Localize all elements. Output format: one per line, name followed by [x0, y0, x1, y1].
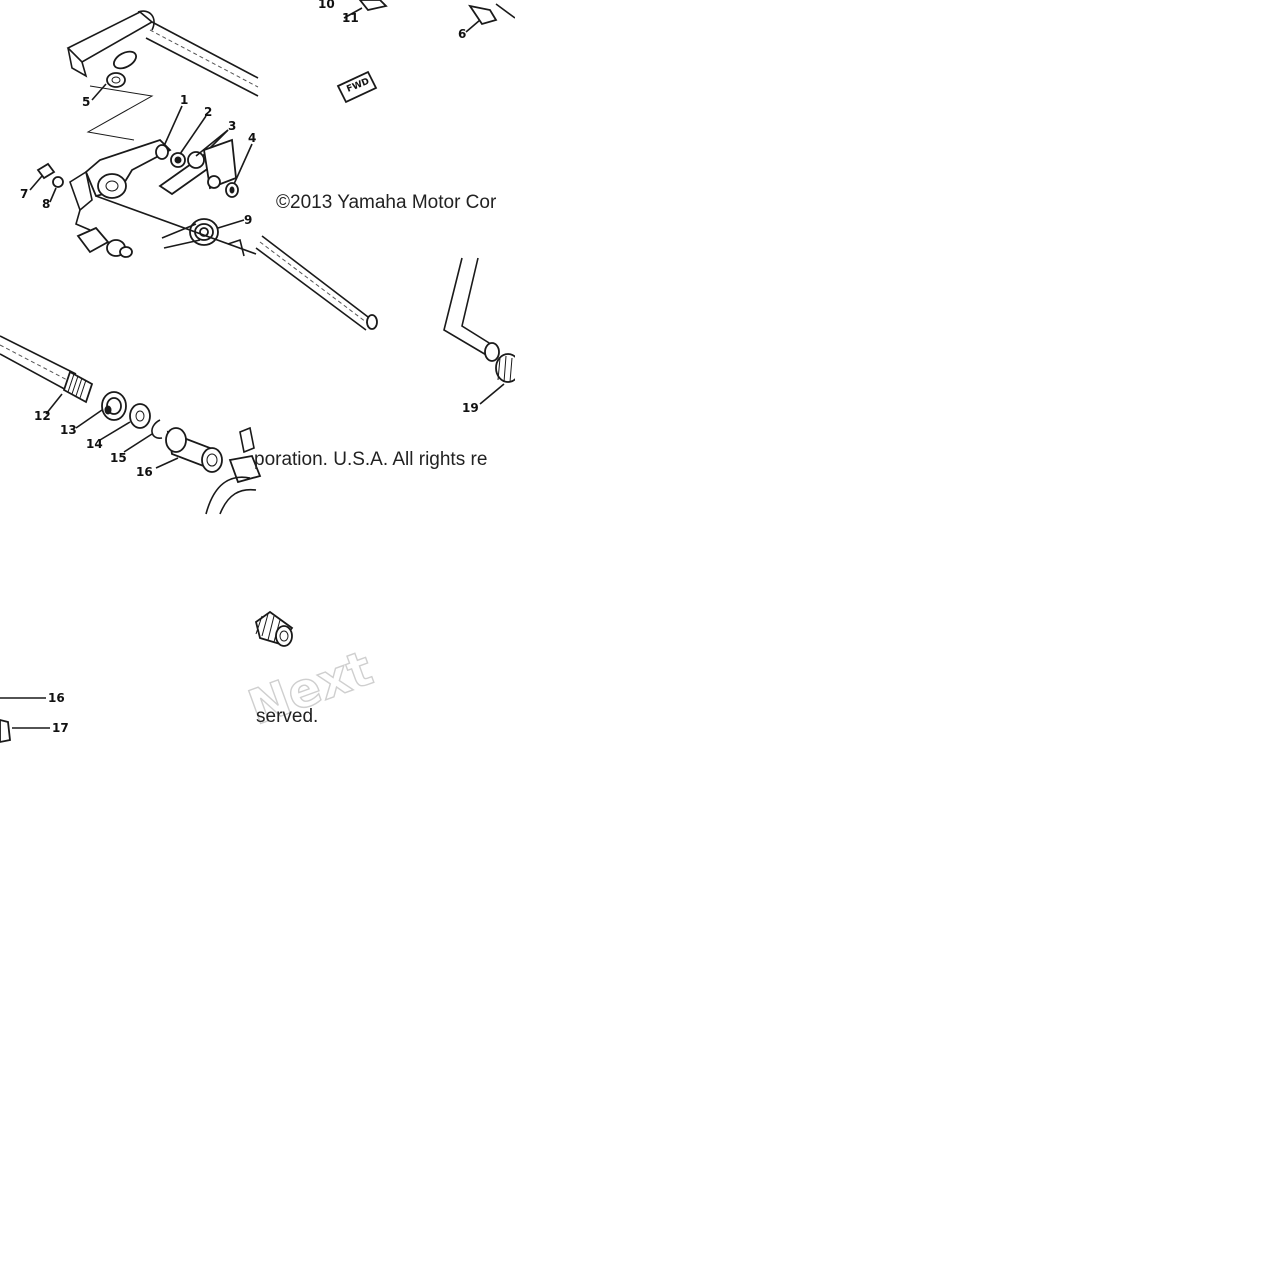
- part-label-19: 19: [462, 401, 479, 415]
- leader-lines: [29, 7, 505, 469]
- circlip-15: [151, 419, 163, 439]
- part-number-labels: 1 2 3 4 5 6 7 8 9 10 11 12 13 14 15 16 1…: [20, 0, 479, 735]
- rubber-grip: [254, 610, 294, 647]
- part-label-2: 2: [204, 105, 212, 119]
- part-label-16-lower: 16: [48, 691, 65, 705]
- copyright-line-3: served.: [256, 706, 318, 727]
- pins-and-collars-1-4: [155, 138, 239, 198]
- part-label-14: 14: [86, 437, 103, 451]
- part-label-8: 8: [42, 197, 50, 211]
- part-label-4: 4: [248, 131, 256, 145]
- part-label-12: 12: [34, 409, 51, 423]
- part-label-7: 7: [20, 187, 28, 201]
- pedal-lever-section: [205, 426, 262, 515]
- part-label-10: 10: [318, 0, 335, 11]
- lower-left-bolt: [76, 226, 133, 258]
- shaft-spline-12: [62, 370, 94, 404]
- main-shift-shaft: [0, 335, 77, 393]
- washer-5: [106, 72, 126, 88]
- bolt-7-washer-8: [36, 162, 64, 188]
- copyright-notice: ©2013 Yamaha Motor Cor poration. U.S.A. …: [254, 192, 497, 727]
- part-label-1: 1: [180, 93, 188, 107]
- part-label-13: 13: [60, 423, 77, 437]
- washer-14: [129, 403, 151, 429]
- part-label-3: 3: [228, 119, 236, 133]
- bottom-left-part-17: [0, 697, 50, 743]
- part-label-16: 16: [136, 465, 153, 479]
- dashed-guide-lines: [86, 85, 154, 141]
- shift-pedal-19: [443, 257, 521, 383]
- shift-arm-assembly: [66, 10, 259, 97]
- oil-seal-13: [101, 391, 127, 421]
- part-label-5: 5: [82, 95, 90, 109]
- part-label-17: 17: [52, 721, 69, 735]
- part-label-15: 15: [110, 451, 127, 465]
- copyright-line-1: ©2013 Yamaha Motor Cor: [276, 192, 497, 213]
- collar-16: [165, 427, 223, 473]
- part-label-11: 11: [342, 11, 359, 25]
- copyright-line-2: poration. U.S.A. All rights re: [254, 449, 487, 470]
- part-label-6: 6: [458, 27, 466, 41]
- shift-lever-body: [69, 138, 172, 231]
- part-label-9: 9: [244, 213, 252, 227]
- bolt-10-11: [358, 0, 516, 26]
- fwd-marker: FWD: [336, 70, 378, 104]
- spindle-shaft: [95, 195, 378, 331]
